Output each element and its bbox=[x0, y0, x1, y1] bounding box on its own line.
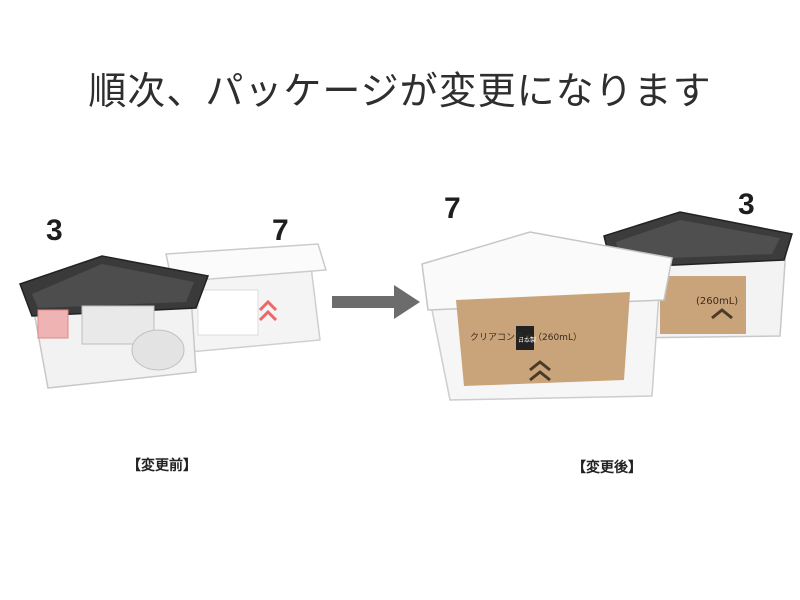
before-caption: 【変更前】 bbox=[127, 458, 197, 474]
right-arrow-icon bbox=[332, 285, 420, 319]
before-clear-container-image bbox=[165, 243, 327, 353]
after-label-clear: 7 bbox=[444, 192, 461, 225]
after-package-text: クリアコンテナ（260mL） bbox=[470, 332, 582, 343]
page-title: 順次、パッケージが変更になります bbox=[88, 69, 712, 113]
after-caption: 【変更後】 bbox=[572, 460, 642, 476]
svg-text:(260mL): (260mL) bbox=[696, 296, 738, 307]
before-dark-container-image bbox=[19, 255, 210, 389]
after-made-in-label: 日本製 bbox=[518, 336, 536, 344]
after-label-dark: 3 bbox=[738, 188, 755, 221]
before-label-dark: 3 bbox=[46, 214, 63, 247]
after-clear-container-image: 日本製 クリアコンテナ（260mL） bbox=[421, 231, 673, 401]
before-label-clear: 7 bbox=[272, 214, 289, 247]
